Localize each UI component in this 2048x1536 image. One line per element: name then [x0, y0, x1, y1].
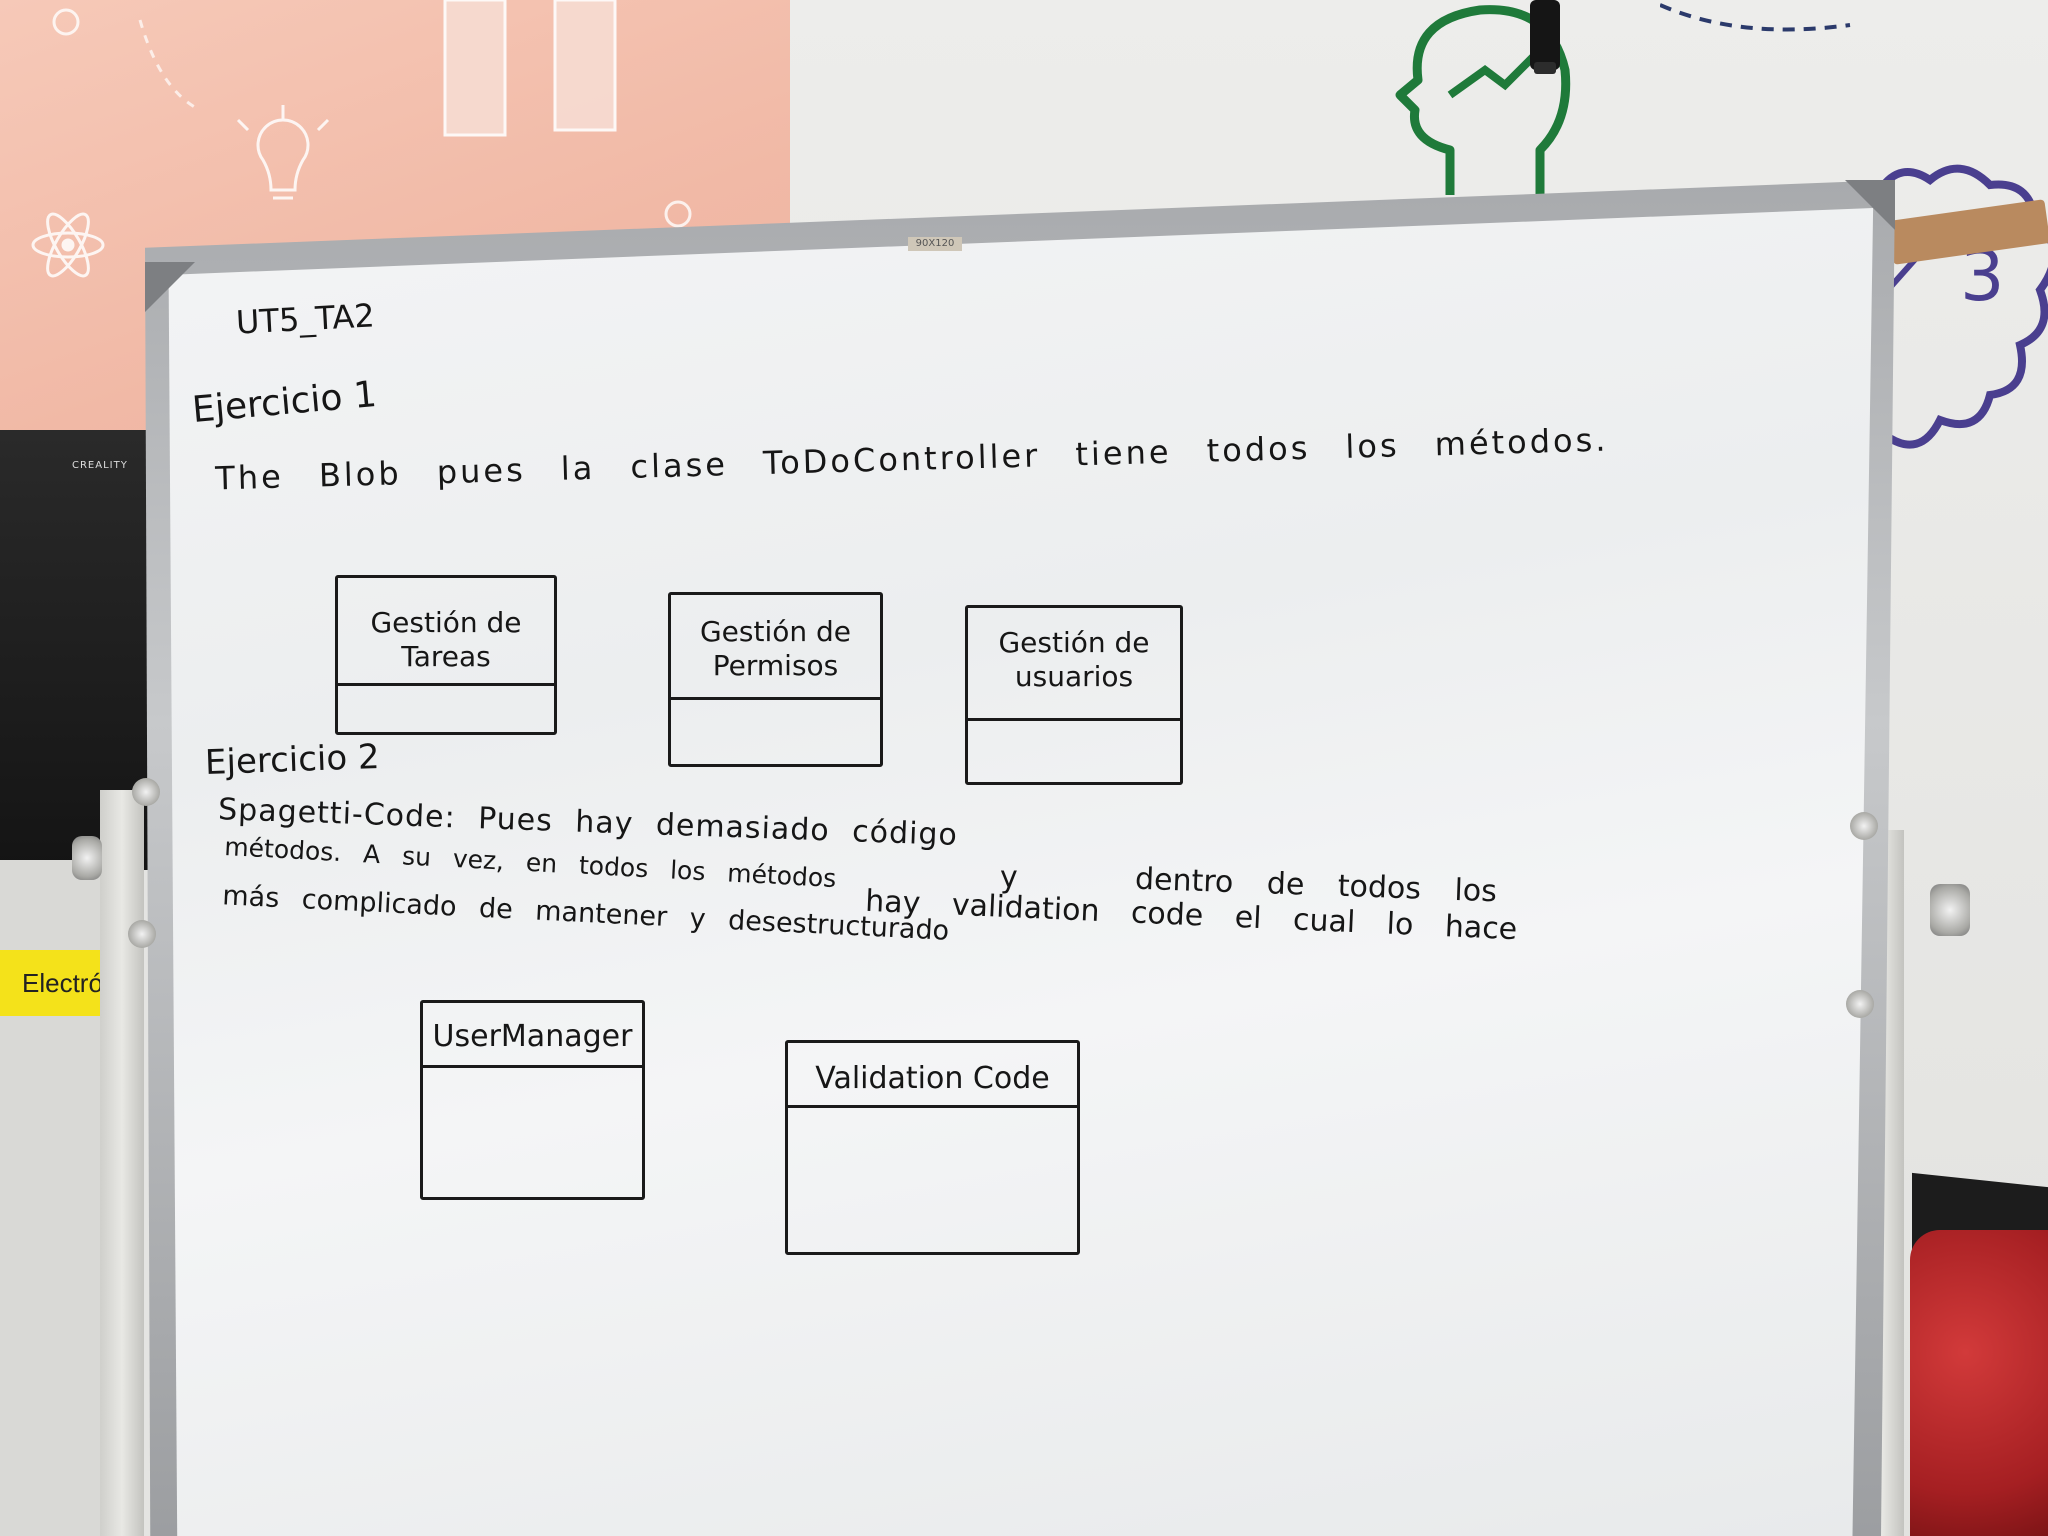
class-box-title-line: Permisos [712, 648, 839, 682]
board-bolt [128, 920, 156, 948]
class-box-tareas: Gestión de Tareas [335, 575, 557, 735]
class-box-validation-code: Validation Code [785, 1040, 1080, 1255]
class-box-title: Gestión de Tareas [338, 606, 554, 673]
class-box-title-line: Gestión de [699, 615, 852, 648]
board-size-tag: 90X120 [908, 237, 962, 251]
whiteboard-surface [168, 208, 1874, 1536]
board-title: UT5_TA2 [235, 296, 376, 342]
board-tilt-knob [1930, 884, 1970, 936]
class-box-title: Validation Code [815, 1061, 1050, 1096]
class-box-title-line: Gestión de [998, 626, 1150, 659]
class-box-divider [968, 718, 1180, 721]
class-box-title-line: Gestión de [370, 606, 522, 639]
class-box-usuarios: Gestión de usuarios [965, 605, 1183, 785]
class-box-divider [423, 1065, 642, 1068]
dashed-line-deco [1660, 3, 1851, 32]
board-bolt [1850, 812, 1878, 840]
ceiling-light [1530, 0, 1560, 74]
printer-brand-label: CREALITY [72, 460, 128, 471]
class-box-title-line: Tareas [401, 639, 491, 673]
class-box-permisos: Gestión de Permisos [668, 592, 883, 767]
class-box-usermanager: UserManager [420, 1000, 645, 1200]
class-box-divider [788, 1105, 1077, 1108]
board-bolt [1846, 990, 1874, 1018]
red-bag [1910, 1230, 2048, 1536]
class-box-divider [338, 683, 554, 686]
exercise2-heading: Ejercicio 2 [204, 736, 381, 784]
class-box-title-line: usuarios [1014, 659, 1134, 693]
exercise2-line2b: y [1000, 860, 1018, 895]
board-bolt [132, 778, 160, 806]
decorative-doodles [31, 0, 692, 278]
yellow-sign: Electrón [0, 950, 108, 1016]
class-box-title: UserManager [432, 1019, 633, 1054]
class-box-divider [671, 697, 880, 700]
class-box-title: Gestión de usuarios [968, 626, 1180, 693]
board-tilt-knob [72, 836, 102, 880]
class-box-title: Gestión de Permisos [671, 615, 880, 682]
board-stand-left-leg [100, 790, 144, 1536]
